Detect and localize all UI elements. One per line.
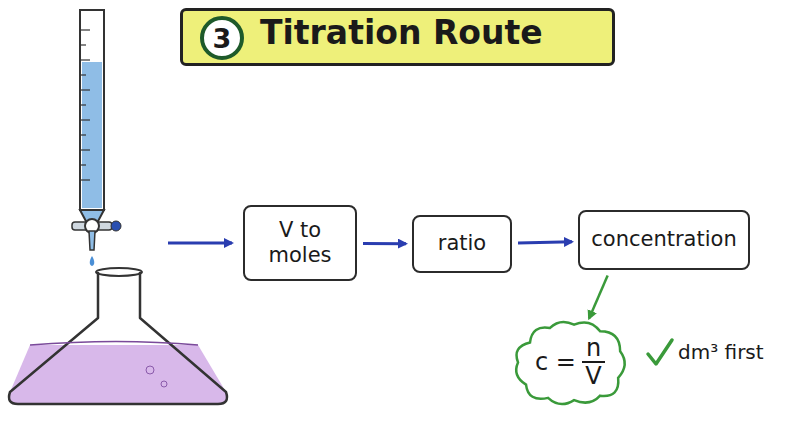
conical-flask (9, 268, 227, 404)
burette (72, 10, 121, 266)
fraction: nV (582, 335, 605, 390)
flow-arrow (363, 242, 406, 245)
process-box: V to moles (243, 205, 357, 281)
formula-cloud: c =nV (510, 318, 630, 407)
title-text: Titration Route (260, 13, 543, 52)
box-label: concentration (591, 227, 736, 252)
box-label: V to moles (255, 218, 345, 268)
flow-arrow (518, 242, 572, 243)
numerator: n (582, 335, 605, 363)
box-label: ratio (438, 231, 486, 256)
step-number: 3 (213, 23, 232, 54)
process-box: concentration (578, 210, 750, 270)
step-number-circle: 3 (200, 16, 244, 60)
check-mark (648, 340, 672, 364)
process-box: ratio (412, 215, 512, 273)
note-label: dm³ first (678, 340, 764, 364)
formula: c =nV (535, 335, 605, 390)
flow-arrow (589, 276, 608, 319)
flow-arrow (168, 242, 232, 245)
formula-lhs: c = (535, 348, 576, 376)
denominator: V (585, 363, 601, 389)
